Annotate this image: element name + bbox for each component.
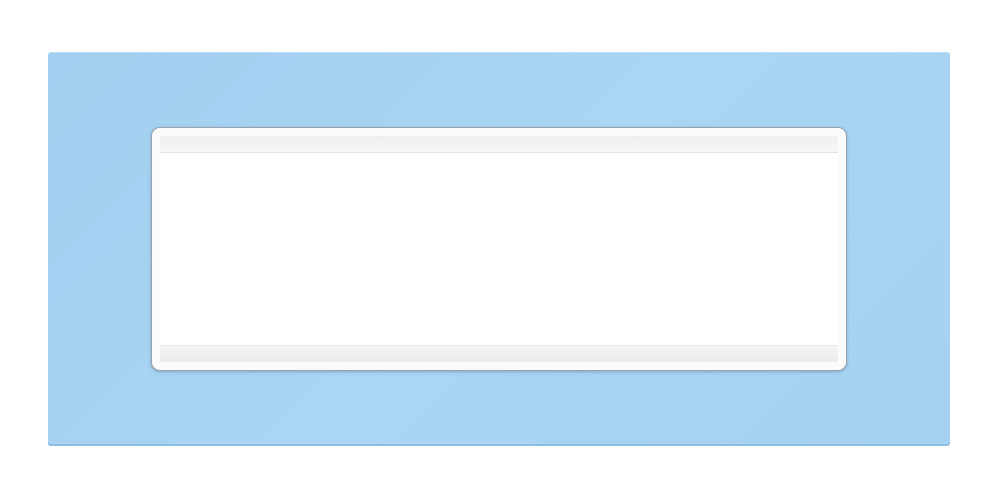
bottom-ledge <box>160 345 838 362</box>
top-ledge <box>160 136 838 153</box>
module-opening <box>160 136 838 362</box>
insert-frame <box>151 127 847 371</box>
